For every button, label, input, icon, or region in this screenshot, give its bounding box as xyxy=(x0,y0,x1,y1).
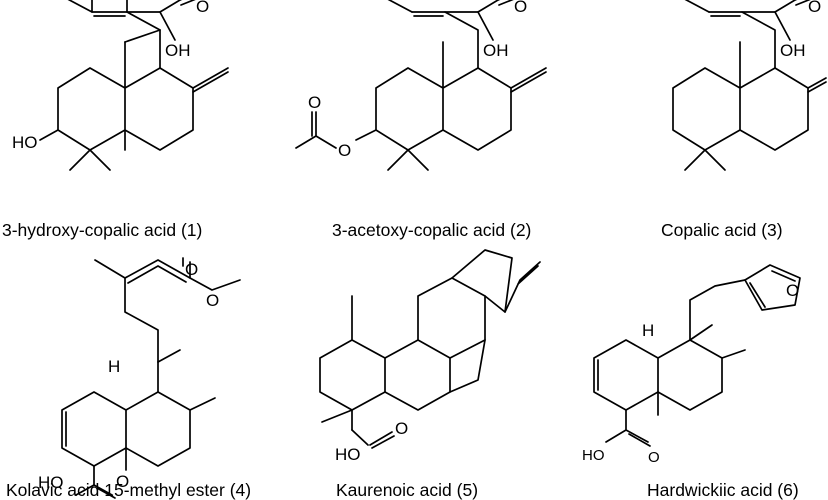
structure-3-hydroxy-copalic-acid: O OH HO 3-hydroxy-copalic acid (1) xyxy=(2,0,229,240)
caption-compound-3: Copalic acid (3) xyxy=(661,220,783,240)
atom-ester-o-2: O xyxy=(338,141,351,160)
caption-compound-4: Kolavic acid 15-methyl ester (4) xyxy=(6,480,251,500)
caption-compound-2: 3-acetoxy-copalic acid (2) xyxy=(332,220,531,240)
atom-h-6: H xyxy=(642,321,654,340)
atom-acid-5: HO xyxy=(335,445,361,464)
atom-oxo-2: O xyxy=(514,0,527,16)
atom-acid-oxo-5: O xyxy=(395,419,408,438)
atom-oxo-4: O xyxy=(185,260,198,279)
atom-furan-o-6: O xyxy=(786,281,799,300)
atom-acid-3: OH xyxy=(780,41,806,60)
atom-acid-2: OH xyxy=(483,41,509,60)
atom-oxo-3: O xyxy=(808,0,821,16)
atom-ester-o-4: O xyxy=(206,291,219,310)
atom-hydroxy-1: HO xyxy=(12,133,38,152)
atom-acid-1: OH xyxy=(165,41,191,60)
structure-kaurenoic-acid: HO O xyxy=(319,249,541,464)
atom-acid-4: HO xyxy=(38,473,64,492)
caption-compound-6: Hardwickiic acid (6) xyxy=(647,480,799,500)
structure-kolavic-acid-methyl-ester: O O H HO O xyxy=(38,257,241,499)
structure-hardwickiic-acid: O H HO O xyxy=(582,264,801,466)
atom-acid-oxo-6: O xyxy=(648,449,660,466)
atom-acid-6: HO xyxy=(582,447,605,464)
structure-3-acetoxy-copalic-acid: O OH O O 3-acetoxy-copalic acid (2) xyxy=(295,0,547,240)
atom-ester-oxo-2: O xyxy=(308,93,321,112)
atom-oxo-1: O xyxy=(196,0,209,16)
atom-h-4: H xyxy=(108,357,120,376)
atom-acid-oxo-4: O xyxy=(116,472,129,491)
structure-copalic-acid: O OH Copalic acid (3) xyxy=(661,0,827,240)
caption-compound-5: Kaurenoic acid (5) xyxy=(336,480,478,500)
caption-compound-1: 3-hydroxy-copalic acid (1) xyxy=(2,220,202,240)
